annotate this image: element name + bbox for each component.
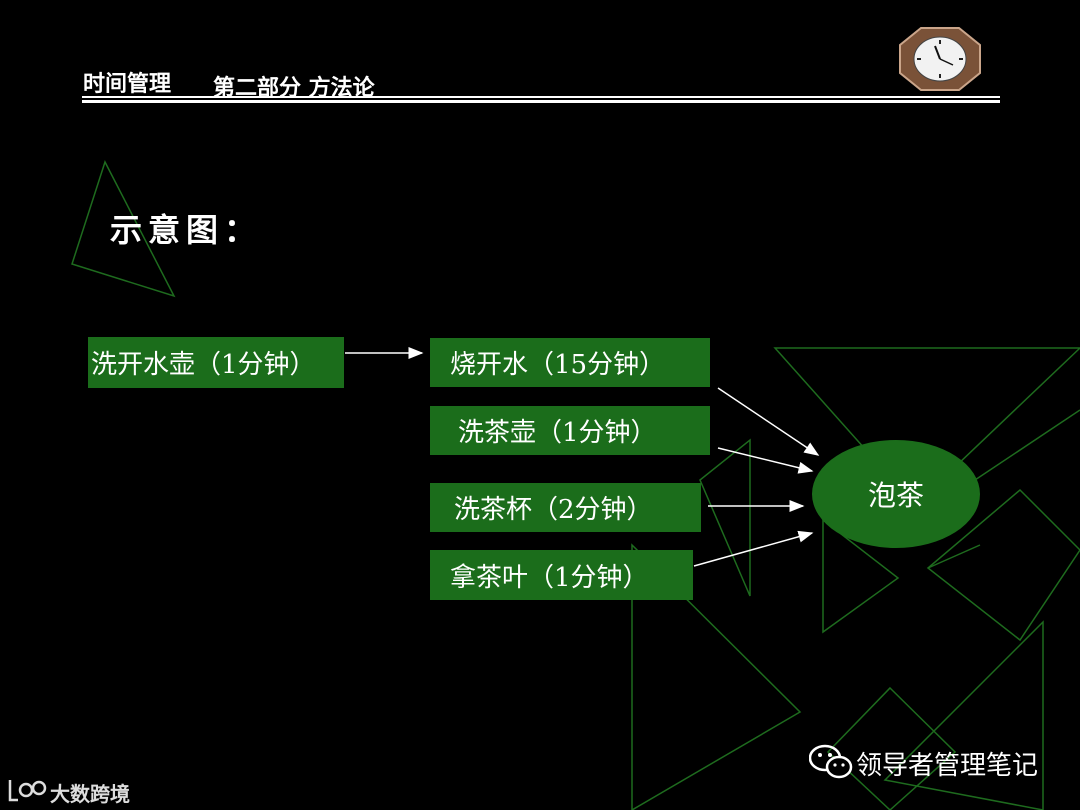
task-box-wash-kettle: 洗开水壶（1分钟） <box>88 337 344 388</box>
logo-icon <box>6 776 48 804</box>
result-label: 泡茶 <box>868 474 924 514</box>
bottom-left-watermark: 大数跨境 <box>50 778 130 807</box>
task-label: 拿茶叶（1分钟） <box>450 557 649 594</box>
task-box-boil-water: 烧开水（15分钟） <box>430 338 710 387</box>
task-label: 洗茶壶（1分钟） <box>458 412 657 449</box>
task-label: 烧开水（15分钟） <box>450 344 665 381</box>
task-label: 洗开水壶（1分钟） <box>91 344 316 381</box>
arrow-leaves-to-result <box>694 533 812 566</box>
task-label: 洗茶杯（2分钟） <box>454 489 653 526</box>
arrow-boil-to-result <box>718 388 818 455</box>
task-box-wash-cups: 洗茶杯（2分钟） <box>430 483 701 532</box>
result-node: 泡茶 <box>812 440 980 548</box>
task-box-wash-teapot: 洗茶壶（1分钟） <box>430 406 710 455</box>
arrow-teapot-to-result <box>718 448 812 471</box>
wechat-watermark: 领导者管理笔记 <box>856 745 1038 782</box>
wechat-icon <box>809 744 853 780</box>
task-box-get-tea-leaves: 拿茶叶（1分钟） <box>430 550 693 600</box>
